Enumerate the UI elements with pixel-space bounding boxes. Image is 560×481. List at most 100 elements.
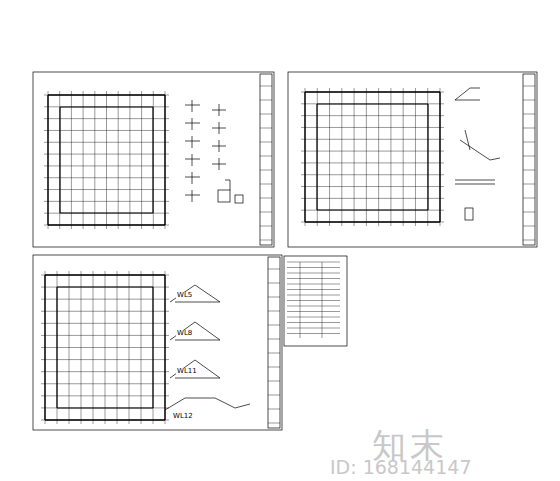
- grid-line: [192, 154, 193, 166]
- grid-line: [523, 128, 535, 129]
- grid-line: [260, 240, 272, 241]
- grid-line: [354, 88, 355, 226]
- grid-line: [41, 347, 169, 348]
- grid-line: [41, 371, 169, 372]
- grid-line: [301, 198, 444, 199]
- grid-line: [301, 186, 444, 187]
- grid-line: [301, 162, 444, 163]
- grid-line: [165, 91, 166, 229]
- grid-line: [41, 420, 169, 421]
- grid-line: [287, 262, 340, 263]
- grid-line: [305, 91, 440, 92]
- grid-line: [260, 142, 272, 143]
- grid-line: [427, 88, 428, 226]
- grid-line: [287, 322, 340, 323]
- grid-line: [301, 127, 444, 128]
- grid-line: [57, 271, 58, 424]
- grid-line: [185, 177, 200, 178]
- grid-line: [164, 275, 165, 420]
- grid-line: [153, 91, 154, 229]
- grid-line: [141, 91, 142, 229]
- grid-line: [185, 195, 200, 196]
- grid-line: [219, 122, 220, 134]
- grid-line: [192, 118, 193, 130]
- grid-line: [300, 262, 301, 338]
- grid-line: [301, 139, 444, 140]
- grid-line: [44, 189, 169, 190]
- grid-line: [439, 92, 440, 222]
- grid-line: [59, 91, 60, 229]
- grid-line: [287, 300, 340, 301]
- grid-line: [415, 88, 416, 226]
- grid-line: [268, 311, 280, 312]
- grid-line: [44, 165, 169, 166]
- grid-line: [268, 381, 280, 382]
- grid-line: [185, 105, 200, 106]
- grid-line: [268, 423, 280, 424]
- grid-line: [192, 136, 193, 148]
- grid-line: [268, 325, 280, 326]
- grid-line: [268, 283, 280, 284]
- grid-line: [153, 271, 154, 424]
- grid-line: [260, 184, 272, 185]
- grid-line: [41, 299, 169, 300]
- grid-line: [287, 328, 340, 329]
- grid-line: [268, 339, 280, 340]
- grid-line: [219, 104, 220, 116]
- grid-line: [287, 273, 340, 274]
- grid-line: [260, 128, 272, 129]
- grid-line: [427, 104, 428, 210]
- grid-line: [48, 91, 49, 229]
- grid-line: [268, 353, 280, 354]
- grid-line: [301, 103, 444, 104]
- grid-line: [260, 156, 272, 157]
- grid-line: [260, 100, 272, 101]
- grid-line: [44, 225, 169, 226]
- grid-line: [71, 91, 72, 229]
- grid-line: [366, 88, 367, 226]
- grid-line: [523, 142, 535, 143]
- grid-line: [57, 286, 153, 287]
- grid-line: [94, 91, 95, 229]
- grid-line: [390, 88, 391, 226]
- grid-line: [301, 210, 444, 211]
- grid-line: [129, 91, 130, 229]
- grid-line: [523, 198, 535, 199]
- grid-line: [44, 213, 169, 214]
- grid-line: [523, 114, 535, 115]
- grid-line: [523, 100, 535, 101]
- grid-line: [185, 141, 200, 142]
- watermark: 知末: [372, 428, 448, 462]
- grid-line: [268, 297, 280, 298]
- grid-line: [268, 367, 280, 368]
- grid-line: [287, 333, 340, 334]
- grid-line: [118, 91, 119, 229]
- grid-line: [287, 317, 340, 318]
- grid-line: [44, 118, 169, 119]
- grid-line: [106, 91, 107, 229]
- grid-line: [305, 88, 306, 226]
- grid-line: [152, 107, 153, 213]
- grid-line: [83, 91, 84, 229]
- grid-line: [45, 419, 165, 420]
- grid-line: [287, 311, 340, 312]
- grid-line: [41, 311, 169, 312]
- roof-label: WL12: [172, 413, 194, 420]
- grid-line: [41, 323, 169, 324]
- grid-line: [317, 103, 428, 104]
- grid-line: [305, 221, 440, 222]
- grid-line: [260, 170, 272, 171]
- grid-line: [523, 156, 535, 157]
- grid-line: [316, 104, 317, 210]
- grid-line: [322, 262, 323, 338]
- grid-line: [44, 130, 169, 131]
- grid-line: [260, 198, 272, 199]
- grid-line: [287, 295, 340, 296]
- grid-line: [41, 395, 169, 396]
- grid-line: [403, 88, 404, 226]
- grid-line: [301, 151, 444, 152]
- grid-line: [48, 224, 165, 225]
- grid-line: [301, 115, 444, 116]
